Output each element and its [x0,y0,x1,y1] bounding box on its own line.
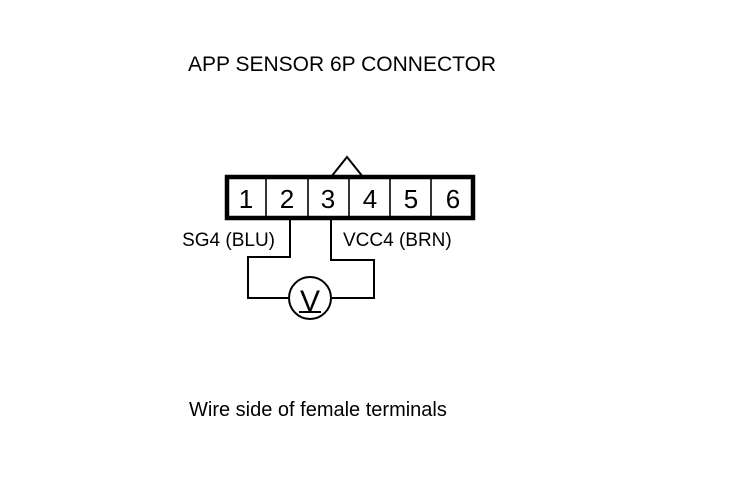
connector-body [224,174,476,221]
voltmeter-symbol: V [300,285,320,318]
pin-3-label: 3 [321,184,335,214]
diagram-caption: Wire side of female terminals [189,399,447,421]
probe-wire-left [247,218,291,299]
pin-4-label: 4 [363,184,377,214]
pin-5-label: 5 [404,184,418,214]
connector-lock-tab [330,155,364,178]
diagram-title: APP SENSOR 6P CONNECTOR [188,53,496,76]
pin-6-label: 6 [446,184,460,214]
probe-label-vcc4: VCC4 (BRN) [343,230,452,251]
probe-label-sg4: SG4 (BLU) [182,230,275,251]
voltmeter-icon: V [288,276,332,320]
probe-wire-right [330,218,375,299]
pin-2-label: 2 [280,184,294,214]
pin-1-label: 1 [239,184,253,214]
